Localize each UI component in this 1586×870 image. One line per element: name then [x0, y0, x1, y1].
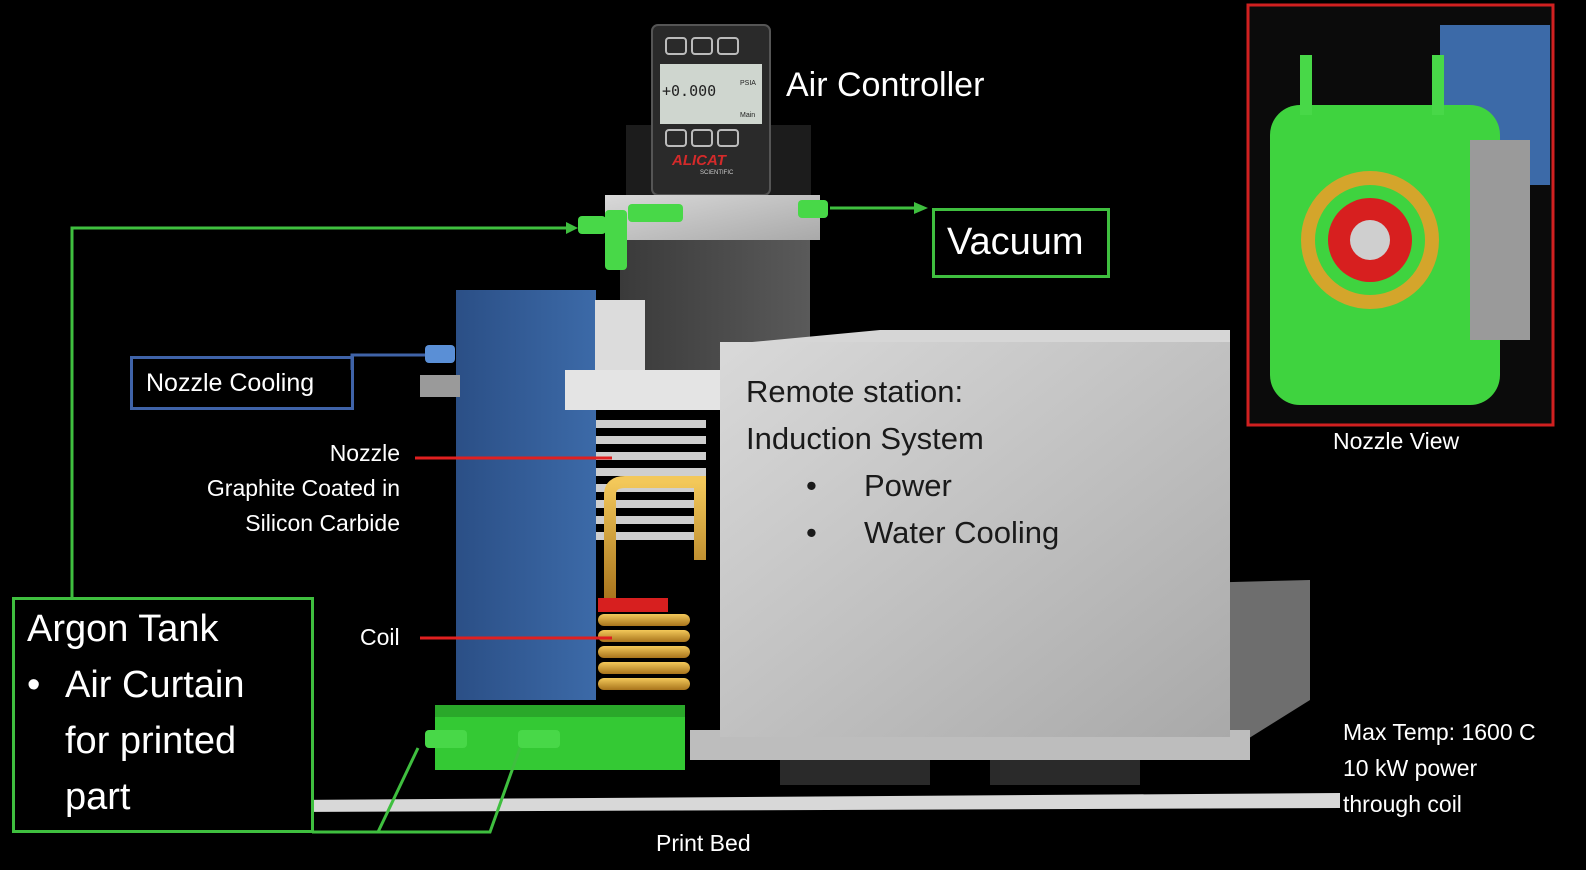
nozzle-cooling-leader: [350, 353, 425, 370]
print-bed-label: Print Bed: [656, 830, 751, 856]
argon-line-bottom-2: [378, 747, 522, 834]
controller-reading: +0.000: [662, 82, 717, 100]
cooling-block: [456, 290, 596, 700]
remote-station-list: Power Water Cooling: [806, 462, 1059, 556]
controller-screen: [660, 64, 762, 124]
remote-station-item: Water Cooling: [806, 509, 1059, 556]
nozzle-label: Nozzle: [329, 440, 400, 466]
remote-station-line2: Induction System: [746, 421, 984, 456]
vacuum-box: Vacuum: [932, 208, 1110, 278]
spec-line: through coil: [1343, 791, 1462, 817]
coil-label: Coil: [360, 624, 400, 650]
nozzle-view-coil: [1301, 171, 1439, 309]
spec-line: Max Temp: 1600 C: [1343, 719, 1536, 745]
induction-station-top: [720, 330, 1230, 345]
vacuum-label: Vacuum: [947, 221, 1084, 263]
argon-tank-title: Argon Tank: [27, 608, 219, 650]
specs-text: Max Temp: 1600 C 10 kW power through coi…: [1343, 714, 1536, 822]
silicon-carbide-label: Silicon Carbide: [245, 510, 400, 536]
controller-brand-sub: SCIENTIFIC: [700, 170, 734, 176]
controller-mode: Main: [740, 112, 756, 119]
argon-tank-bullet-line: Air Curtain: [65, 664, 245, 706]
remote-station-item: Power: [806, 462, 1059, 509]
controller-unit: PSIA: [740, 80, 756, 87]
argon-line-top: [70, 226, 566, 598]
nozzle-view-label: Nozzle View: [1333, 428, 1460, 454]
argon-tank-bullet-line: part: [65, 776, 131, 818]
remote-station-text: Remote station: Induction System Power W…: [746, 368, 1059, 556]
copper-tube: [604, 476, 706, 600]
bracket-foot-left: [780, 760, 930, 785]
argon-tank-bullet: •: [27, 664, 41, 706]
controller-brand: ALICAT: [672, 152, 726, 169]
bracket-foot-right: [990, 760, 1140, 785]
spec-line: 10 kW power: [1343, 755, 1478, 781]
air-controller-label: Air Controller: [786, 66, 985, 104]
nozzle-housing: [565, 370, 745, 410]
nozzle-cooling-box: Nozzle Cooling: [130, 356, 354, 410]
induction-coil-windings: [598, 614, 690, 690]
remote-station-line1: Remote station:: [746, 374, 964, 409]
argon-tank-bullet-line: for printed: [65, 720, 237, 762]
graphite-label: Graphite Coated in: [206, 475, 400, 501]
nozzle-cooling-label: Nozzle Cooling: [146, 369, 315, 397]
argon-line-bottom-1: [312, 747, 420, 834]
argon-tank-box: Argon Tank • Air Curtain for printed par…: [12, 597, 314, 833]
coil-red-ring: [598, 598, 668, 612]
print-bed-plate: [290, 793, 1340, 812]
